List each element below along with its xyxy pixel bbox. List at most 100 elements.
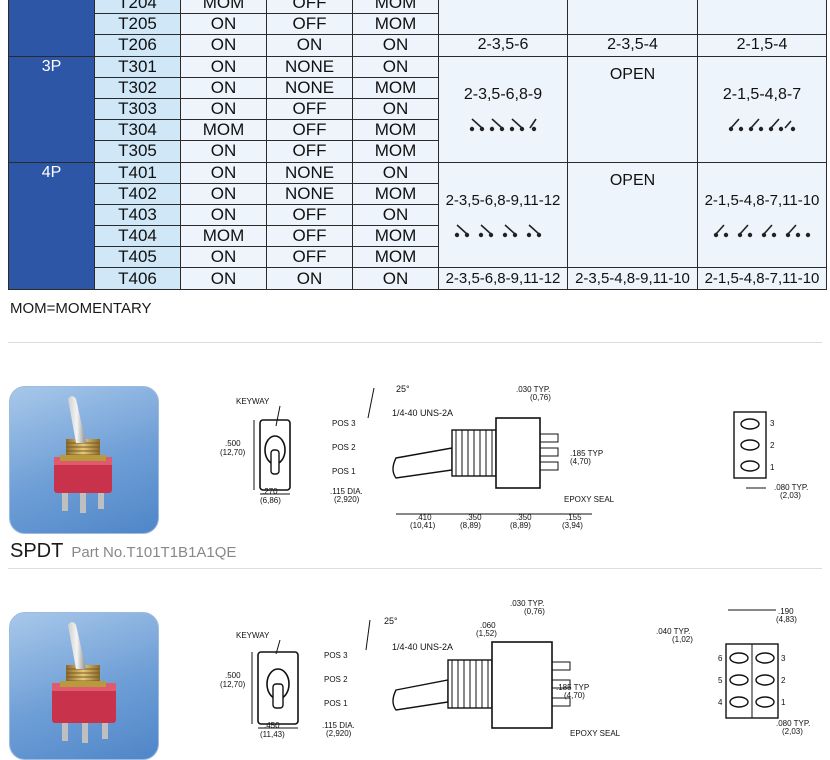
model-cell: T205: [94, 13, 181, 36]
dim-label: (4,70): [570, 457, 591, 466]
contact-diagram-icon: [713, 224, 811, 238]
state-cell: OFF: [266, 140, 353, 163]
dim-label: .350: [466, 513, 482, 522]
state-cell: MOM: [352, 76, 439, 99]
state-cell: ON: [180, 161, 267, 184]
dim-label: 25°: [396, 384, 410, 394]
state-cell: MOM: [352, 119, 439, 142]
dim-label: .030 TYP.: [516, 385, 550, 394]
state-cell: ON: [180, 55, 267, 78]
pin-number: 3: [781, 654, 786, 663]
dim-label: (3,94): [562, 521, 583, 530]
dim-label: .270: [262, 487, 278, 496]
terminal-cell: [697, 0, 827, 36]
terminal-cell: 2-1,5-4,8-7,11-10: [697, 161, 827, 269]
dim-label: (1,52): [476, 629, 497, 638]
table-row: T405 ON OFF MOM: [9, 246, 827, 269]
terminal-label: 2-3,5-6,8-9: [463, 86, 543, 104]
dim-label: .080 TYP.: [774, 483, 808, 492]
pin-number: 3: [770, 419, 775, 428]
dim-label: 1/4-40 UNS-2A: [392, 642, 453, 652]
dim-label: .115 DIA.: [330, 487, 363, 496]
dim-label: .185 TYP: [556, 683, 589, 692]
model-cell: T305: [94, 140, 181, 163]
table-row: T406 ON ON ON 2-3,5-6,8-9,11-12 2-3,5-4,…: [9, 267, 827, 290]
dim-label: (4,83): [776, 615, 797, 624]
dim-label: EPOXY SEAL: [564, 495, 615, 504]
dim-label: (0,76): [524, 607, 545, 616]
terminal-cell: 2-3,5-6,8-9: [438, 55, 568, 163]
pin-number: 2: [781, 676, 786, 685]
terminal-label: OPEN: [609, 66, 656, 84]
dim-label: (8,89): [460, 521, 481, 530]
dim-label: .410: [416, 513, 432, 522]
terminal-cell: OPEN: [567, 161, 698, 269]
toggle-switch-image: [54, 396, 112, 513]
table-row: T305 ON OFF MOM: [9, 140, 827, 163]
dim-label: .350: [516, 513, 532, 522]
state-cell: MOM: [352, 182, 439, 205]
state-cell: OFF: [266, 0, 353, 15]
state-cell: MOM: [180, 119, 267, 142]
dim-label: (12,70): [220, 448, 246, 457]
section-title: SPDT: [10, 540, 64, 562]
state-cell: NONE: [266, 182, 353, 205]
pin-number: 5: [718, 676, 723, 685]
dim-label: (2,920): [326, 729, 352, 738]
state-cell: ON: [180, 246, 267, 269]
divider: [8, 342, 822, 343]
model-cell: T404: [94, 225, 181, 248]
dpdt-dimension-drawing: KEYWAY .500 (12,70) .450 (11,43) 25° POS…: [220, 599, 810, 739]
divider: [8, 568, 822, 569]
pin-number: 4: [718, 698, 723, 707]
dim-label: .500: [225, 439, 241, 448]
dim-label: .185 TYP: [570, 449, 603, 458]
pin-number: 2: [770, 441, 775, 450]
state-cell: ON: [352, 97, 439, 121]
state-cell: OFF: [266, 203, 353, 227]
state-cell: MOM: [180, 225, 267, 248]
table-row: 4P T401 ON NONE ON 2-3,5-6,8-9,11-12 OPE…: [8, 161, 827, 290]
dim-label: (2,920): [334, 495, 360, 504]
pin-number: 6: [718, 654, 723, 663]
terminal-label: 2-1,5-4,8-7,11-10: [704, 191, 820, 209]
dim-label: .500: [225, 671, 241, 680]
dim-label: .155: [566, 513, 582, 522]
terminal-cell: 2-1,5-4: [697, 34, 827, 57]
dim-label: POS 3: [332, 419, 356, 428]
model-cell: T401: [94, 161, 181, 184]
state-cell: OFF: [266, 119, 353, 142]
state-cell: MOM: [352, 246, 439, 269]
table-row: T204 MOM OFF MOM: [8, 0, 827, 57]
table-note: MOM=MOMENTARY: [10, 300, 152, 317]
product-photo: [9, 386, 159, 534]
dim-label: (1,02): [672, 635, 693, 644]
dim-label: .030 TYP.: [510, 599, 544, 608]
terminal-cell: [438, 0, 568, 36]
dim-label: (2,03): [782, 727, 803, 736]
dim-label: (8,89): [510, 521, 531, 530]
terminal-cell: 2-3,5-4,8-9,11-10: [567, 267, 698, 290]
terminal-label: OPEN: [609, 171, 656, 189]
model-cell: T403: [94, 203, 181, 227]
table-row: T403 ON OFF ON: [9, 203, 827, 227]
state-cell: NONE: [266, 161, 353, 184]
state-cell: ON: [180, 34, 267, 57]
model-cell: T301: [94, 55, 181, 78]
dim-label: .040 TYP.: [656, 627, 690, 636]
state-cell: ON: [266, 34, 353, 57]
state-cell: ON: [352, 267, 439, 290]
model-cell: T402: [94, 182, 181, 205]
terminal-cell: 2-1,5-4,8-7: [697, 55, 827, 163]
table-row: T404 MOM OFF MOM: [9, 225, 827, 248]
model-cell: T204: [94, 0, 181, 15]
table-row: 3P T301 ON NONE ON 2-3,5-6,8-9 OPEN 2-1,…: [8, 55, 827, 163]
dim-label: EPOXY SEAL: [570, 729, 621, 738]
dim-label: KEYWAY: [236, 397, 270, 406]
state-cell: OFF: [266, 13, 353, 36]
dim-label: (0,76): [530, 393, 551, 402]
state-cell: OFF: [266, 246, 353, 269]
dim-label: 1/4-40 UNS-2A: [392, 408, 453, 418]
terminal-cell: [567, 0, 698, 36]
state-cell: ON: [180, 182, 267, 205]
